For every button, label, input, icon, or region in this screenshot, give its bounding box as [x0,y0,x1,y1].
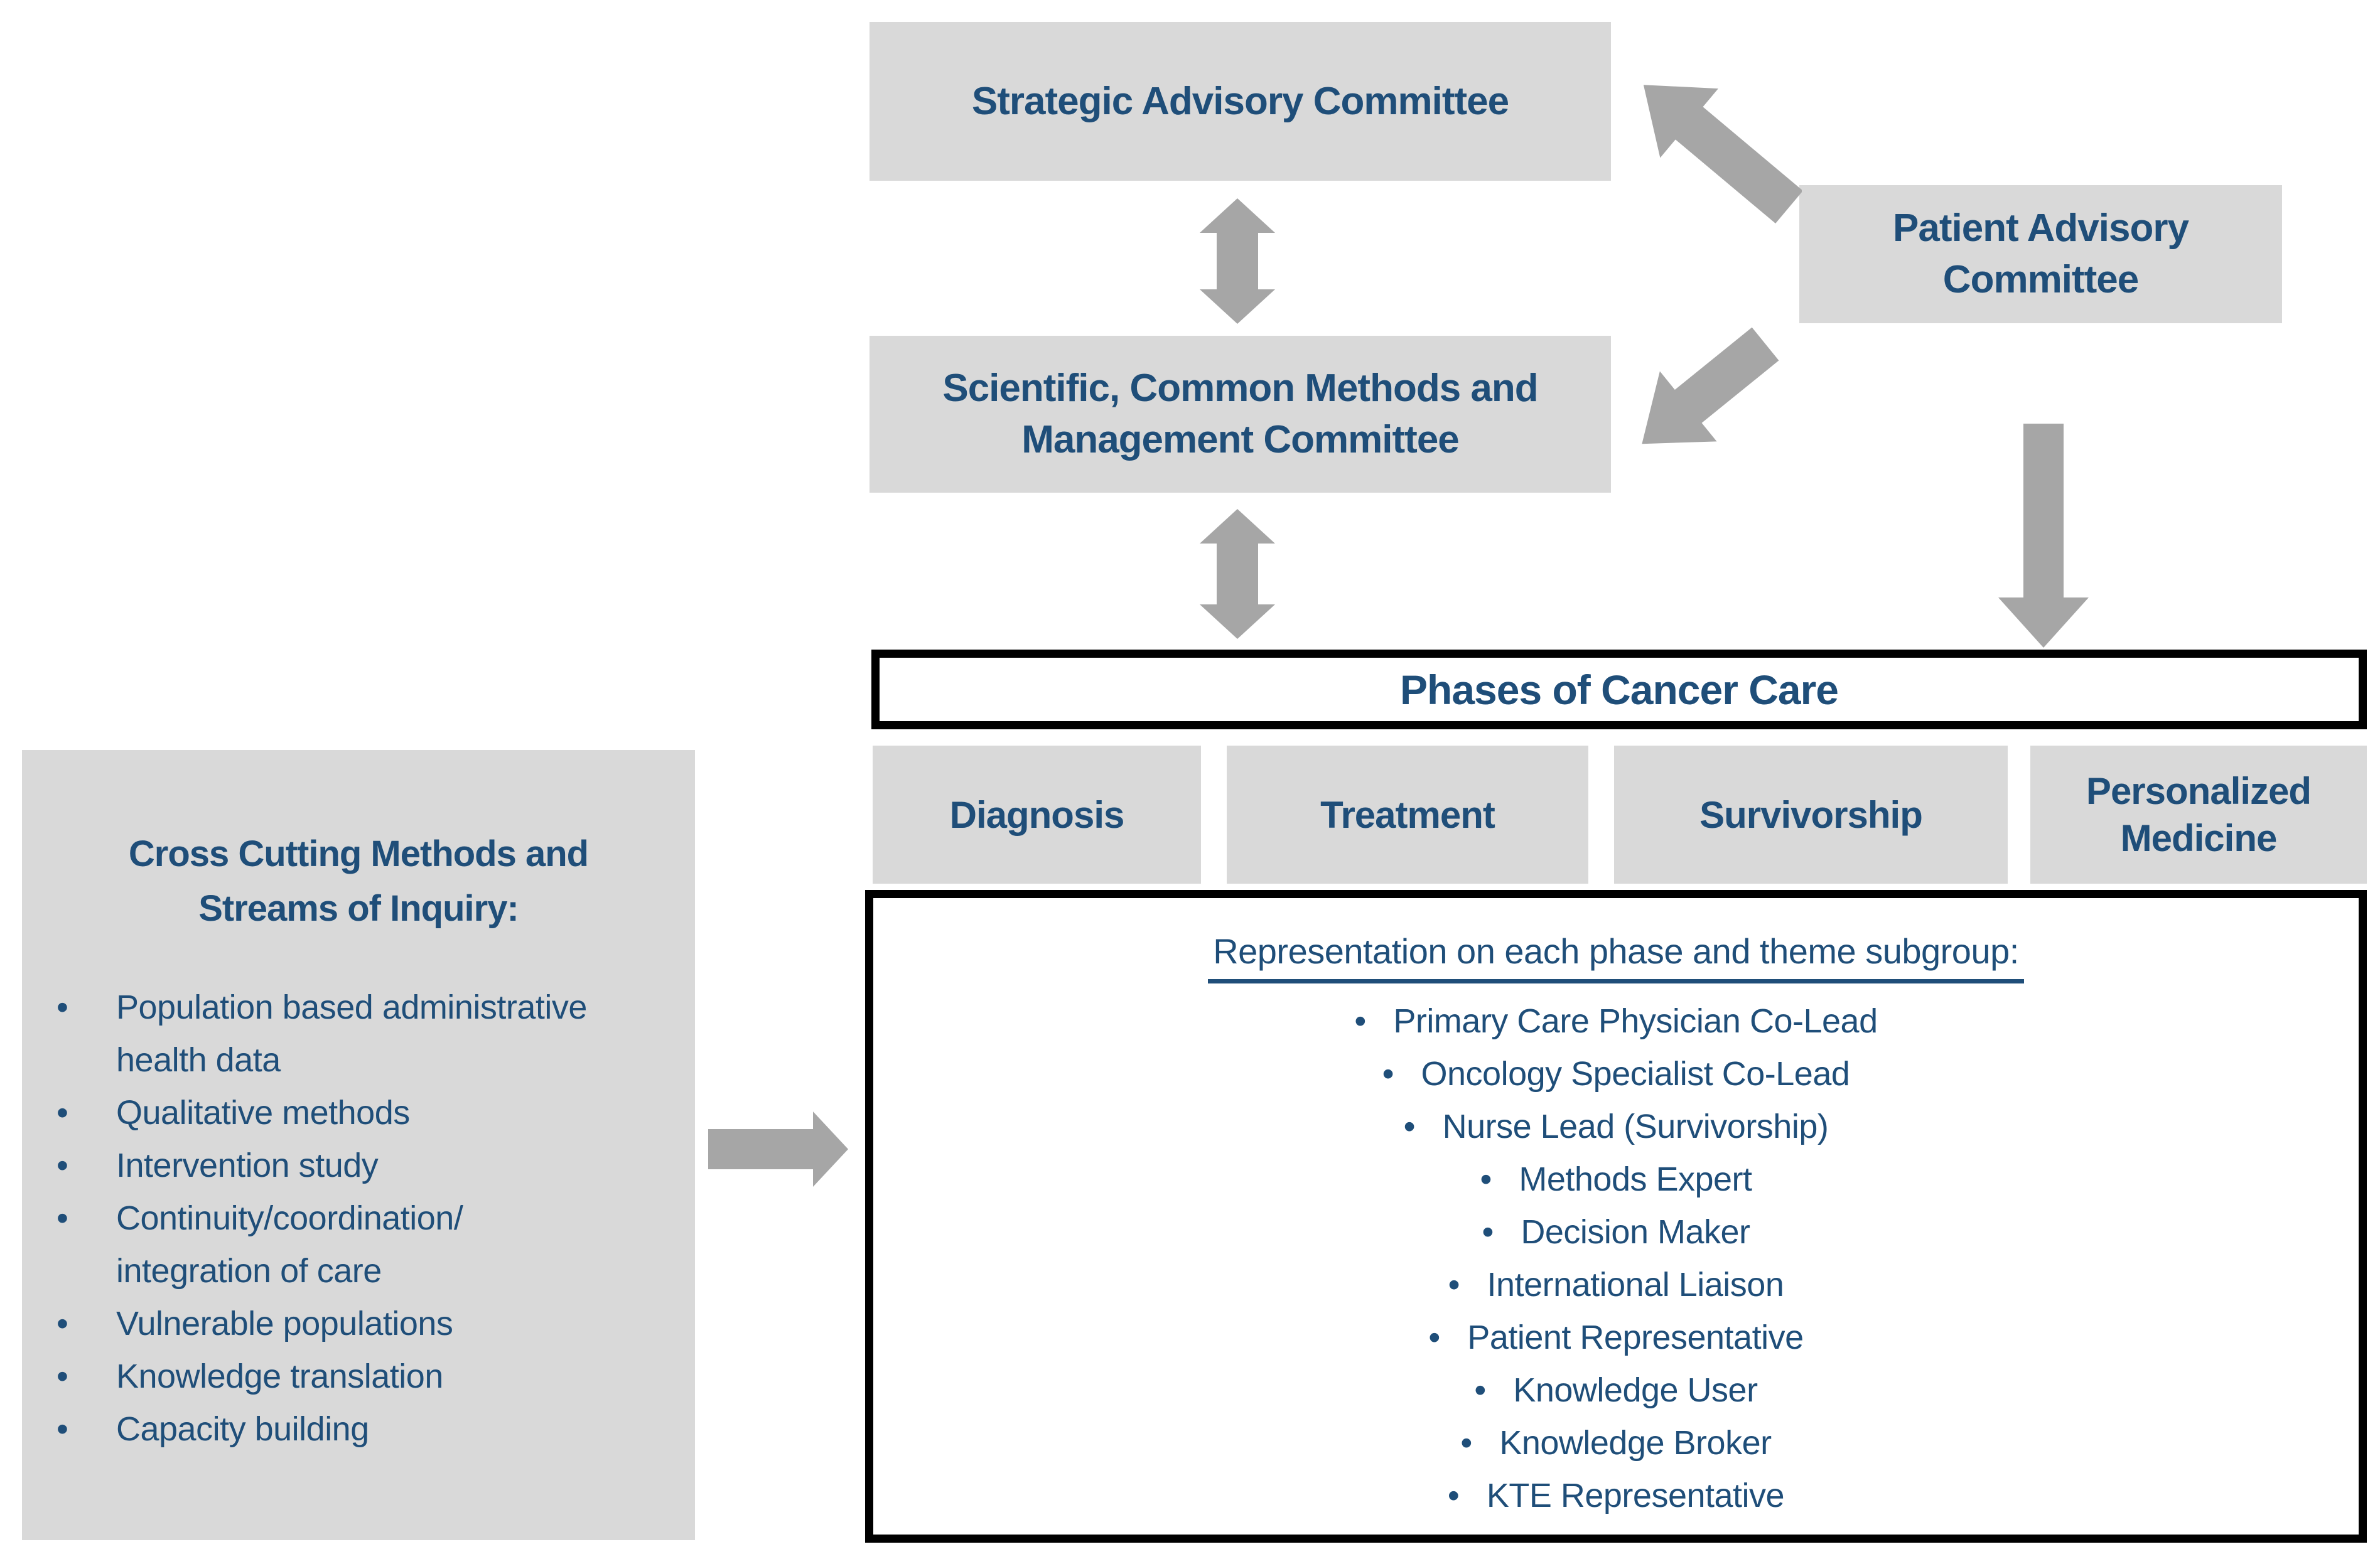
list-item: Qualitative methods [57,1086,676,1139]
phases-header-label: Phases of Cancer Care [1399,666,1839,713]
representation-list: Primary Care Physician Co-Lead Oncology … [873,995,2359,1522]
phase-box-diagnosis: Diagnosis [873,746,1201,884]
list-item: Patient Representative [873,1311,2359,1364]
list-item: Oncology Specialist Co-Lead [873,1047,2359,1100]
representation-box: Representation on each phase and theme s… [865,890,2367,1543]
cross-cutting-list: Population based administrative health d… [22,981,695,1455]
list-item: Intervention study [57,1139,676,1192]
list-item: Knowledge User [873,1364,2359,1417]
cross-cutting-title: Cross Cutting Methods and Streams of Inq… [128,833,589,929]
list-item: Population based administrative health d… [57,981,676,1086]
phase-box-personalized-medicine: Personalized Medicine [2030,746,2367,884]
cross-cutting-methods-box: Cross Cutting Methods and Streams of Inq… [22,750,695,1540]
phases-of-cancer-care-header: Phases of Cancer Care [871,650,2367,729]
right-arrow-icon [708,1112,848,1187]
double-vertical-arrow-icon [1200,198,1275,324]
down-arrow-icon [1998,424,2089,648]
representation-title: Representation on each phase and theme s… [1208,931,2024,983]
list-item: Knowledge Broker [873,1417,2359,1469]
list-item: Vulnerable populations [57,1297,676,1350]
patient-advisory-committee-box: Patient Advisory Committee [1799,185,2282,323]
list-item: International Liaison [873,1258,2359,1311]
list-item: Nurse Lead (Survivorship) [873,1100,2359,1153]
list-item: Capacity building [57,1403,676,1455]
list-item: Methods Expert [873,1153,2359,1206]
up-left-arrow-icon [1643,85,1802,224]
list-item: KTE Representative [873,1469,2359,1522]
list-item: Knowledge translation [57,1350,676,1403]
scientific-common-methods-management-committee-box: Scientific, Common Methods and Managemen… [870,336,1611,493]
list-item: Decision Maker [873,1206,2359,1258]
list-item: Primary Care Physician Co-Lead [873,995,2359,1047]
phase-box-treatment: Treatment [1227,746,1588,884]
down-left-arrow-icon [1642,327,1779,444]
strategic-advisory-committee-box: Strategic Advisory Committee [870,22,1611,181]
phase-box-survivorship: Survivorship [1614,746,2008,884]
double-vertical-arrow-icon [1200,509,1275,639]
list-item: Continuity/coordination/ integration of … [57,1192,676,1297]
